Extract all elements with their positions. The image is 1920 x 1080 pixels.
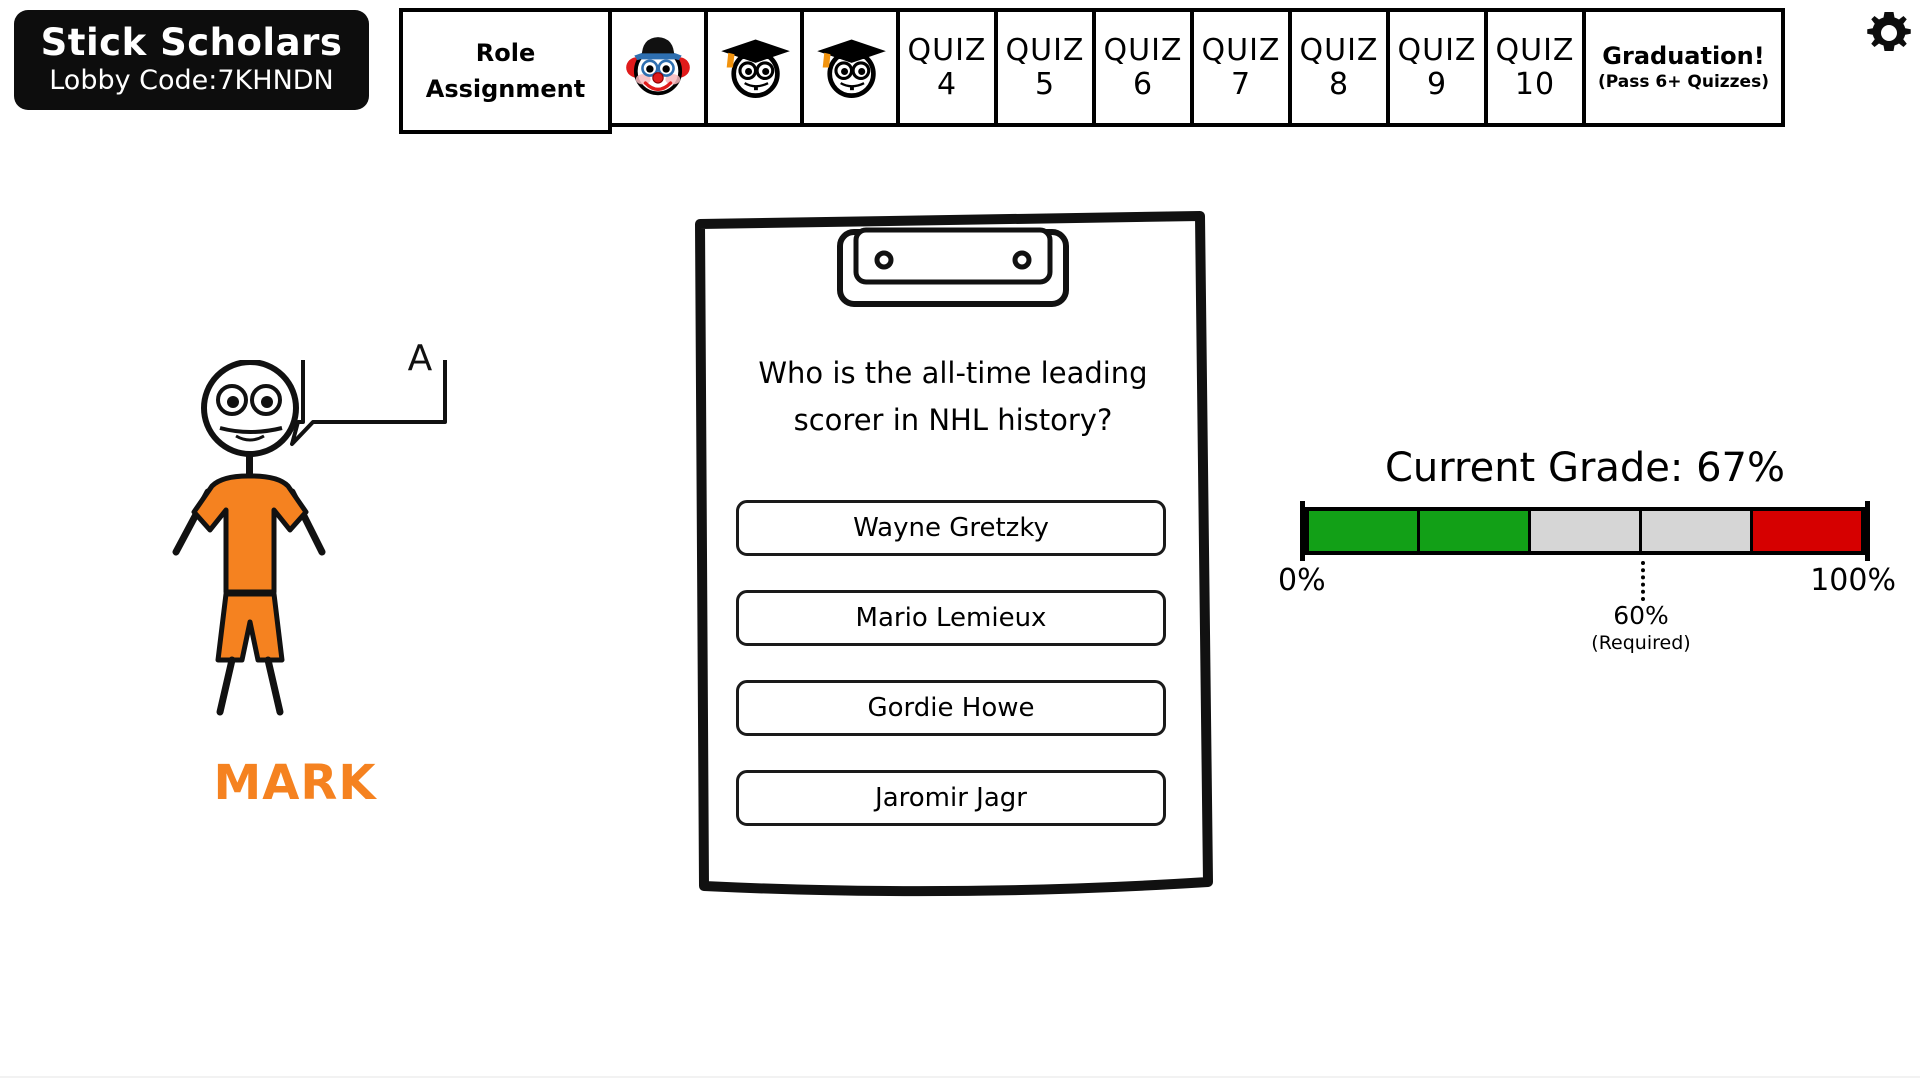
tab-quiz-3-graduate[interactable]: [800, 8, 900, 127]
tab-quiz-6[interactable]: QUIZ 6: [1092, 8, 1194, 127]
tab-quiz-10-line1: QUIZ: [1495, 32, 1575, 68]
gear-icon: [1864, 12, 1914, 62]
required-grade-sub: (Required): [1591, 632, 1691, 654]
tab-graduation-title: Graduation!: [1602, 42, 1765, 71]
tab-quiz-4-line1: QUIZ: [907, 32, 987, 68]
tab-quiz-7-line1: QUIZ: [1201, 32, 1281, 68]
tab-quiz-4-line2: 4: [936, 66, 958, 102]
grade-bar-row: 0% 100% 60% (Required): [1278, 501, 1896, 654]
app-title: Stick Scholars: [40, 21, 343, 65]
graduate-face-icon: [811, 27, 889, 109]
required-grade-label: 60% (Required): [1541, 601, 1741, 655]
quiz-option-b[interactable]: Mario Lemieux: [736, 590, 1166, 646]
tab-graduation-subtitle: (Pass 6+ Quizzes): [1598, 72, 1769, 93]
quiz-option-a[interactable]: Wayne Gretzky: [736, 500, 1166, 556]
tab-graduation[interactable]: Graduation! (Pass 6+ Quizzes): [1582, 8, 1785, 127]
app-logo-badge: Stick Scholars Lobby Code:7KHNDN: [14, 10, 369, 110]
tab-quiz-4[interactable]: QUIZ 4: [896, 8, 998, 127]
current-grade-label: Current Grade: 67%: [1385, 445, 1785, 491]
tab-role-line2: Assignment: [425, 75, 586, 103]
tab-quiz-9-line1: QUIZ: [1397, 32, 1477, 68]
lobby-code: Lobby Code:7KHNDN: [49, 64, 334, 96]
required-grade-value: 60%: [1613, 601, 1669, 630]
tab-quiz-2-graduate[interactable]: [704, 8, 804, 127]
grade-max-label: 100%: [1810, 563, 1896, 598]
tab-quiz-10-line2: 10: [1514, 66, 1556, 102]
grade-min-label: 0%: [1278, 563, 1326, 598]
tab-quiz-7[interactable]: QUIZ 7: [1190, 8, 1292, 127]
quiz-options-list: Wayne Gretzky Mario Lemieux Gordie Howe …: [736, 500, 1166, 860]
player-avatar: A: [170, 338, 520, 720]
tab-quiz-6-line2: 6: [1132, 66, 1154, 102]
tab-role-assignment[interactable]: Role Assignment: [399, 8, 612, 134]
tab-quiz-7-line2: 7: [1230, 66, 1252, 102]
tab-quiz-5[interactable]: QUIZ 5: [994, 8, 1096, 127]
grade-bar: [1305, 507, 1865, 555]
tab-quiz-6-line1: QUIZ: [1103, 32, 1183, 68]
grade-segment-4: [1642, 511, 1753, 551]
tab-quiz-1-clown[interactable]: [608, 8, 708, 127]
tab-quiz-5-line2: 5: [1034, 66, 1056, 102]
tab-role-line1: Role: [475, 39, 536, 67]
grade-bar-right-cap: [1865, 501, 1870, 561]
quiz-question: Who is the all-time leading scorer in NH…: [758, 356, 1148, 437]
quiz-clipboard: Who is the all-time leading scorer in NH…: [688, 210, 1218, 900]
grade-meter: Current Grade: 67% 0% 100% 60% (Required…: [1278, 445, 1896, 654]
tab-quiz-9[interactable]: QUIZ 9: [1386, 8, 1488, 127]
tab-quiz-8-line2: 8: [1328, 66, 1350, 102]
required-threshold-marker: [1641, 561, 1645, 601]
graduate-face-icon: [715, 27, 793, 109]
answer-bubble-text: A: [407, 338, 433, 379]
quiz-option-c[interactable]: Gordie Howe: [736, 680, 1166, 736]
grade-segment-2: [1420, 511, 1531, 551]
tab-quiz-8-line1: QUIZ: [1299, 32, 1379, 68]
answer-speech-bubble: [290, 346, 447, 446]
tab-quiz-5-line1: QUIZ: [1005, 32, 1085, 68]
quiz-option-d[interactable]: Jaromir Jagr: [736, 770, 1166, 826]
tab-quiz-10[interactable]: QUIZ 10: [1484, 8, 1586, 127]
grade-segment-3: [1531, 511, 1642, 551]
tab-quiz-8[interactable]: QUIZ 8: [1288, 8, 1390, 127]
bottom-divider: [0, 1076, 1920, 1078]
settings-button[interactable]: [1864, 8, 1914, 58]
grade-segment-5: [1753, 511, 1861, 551]
player-name-label: MARK: [213, 755, 377, 811]
clown-face-icon: [621, 29, 695, 107]
quiz-tab-bar: Role Assignment: [399, 8, 1785, 134]
grade-segment-1: [1309, 511, 1420, 551]
grade-bar-left-cap: [1300, 501, 1305, 561]
tab-quiz-9-line2: 9: [1426, 66, 1448, 102]
